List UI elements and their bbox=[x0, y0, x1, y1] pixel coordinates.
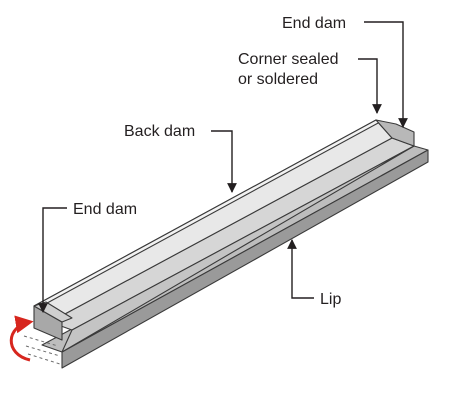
leader-corner bbox=[358, 58, 382, 114]
lip-underside bbox=[61, 149, 429, 369]
leader-end-dam-right bbox=[364, 21, 408, 128]
leader-lip bbox=[287, 239, 314, 299]
label-back-dam: Back dam bbox=[124, 123, 195, 140]
label-corner-line2: or soldered bbox=[238, 71, 318, 88]
right-end-dam bbox=[375, 119, 415, 147]
pan-front-wall bbox=[61, 145, 415, 353]
label-end-dam-left: End dam bbox=[73, 201, 137, 218]
curved-rotation-arrow-icon bbox=[9, 315, 34, 362]
label-lip: Lip bbox=[320, 291, 341, 308]
label-corner-line1: Corner sealed bbox=[238, 51, 339, 68]
leader-back-dam bbox=[211, 130, 237, 193]
flashing-pan bbox=[23, 119, 429, 369]
label-end-dam-right: End dam bbox=[282, 15, 346, 32]
leader-end-dam-left bbox=[38, 207, 67, 313]
